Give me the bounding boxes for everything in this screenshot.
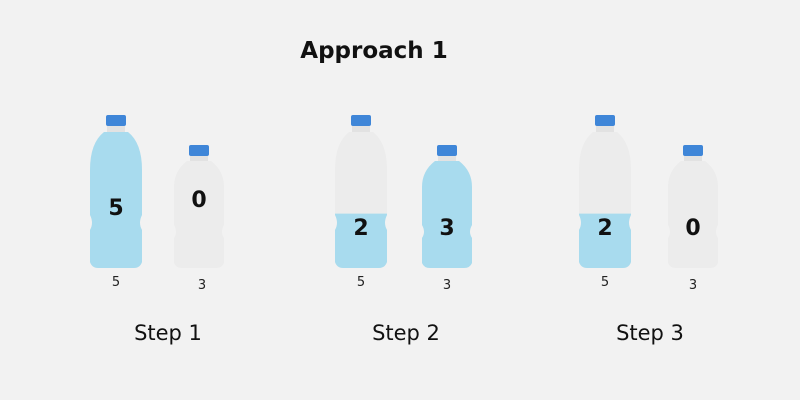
- bottle-volume-label: 3: [439, 216, 454, 241]
- step-2-bottles: 2 3: [335, 115, 472, 268]
- bottle-volume-label: 2: [597, 216, 612, 241]
- small-bottle: 0: [668, 145, 718, 268]
- diagram-title: Approach 1: [300, 38, 448, 64]
- bottle-water: [422, 161, 472, 268]
- big-bottle-capacity: 5: [600, 275, 610, 290]
- bottle-volume-label: 2: [353, 216, 368, 241]
- step-1: 5 0 5 3 Step 1: [68, 95, 268, 385]
- bottle-volume-label: 0: [191, 188, 206, 213]
- bottle-water: [579, 213, 631, 268]
- big-bottle: 2: [579, 115, 631, 268]
- step-label: Step 2: [372, 321, 440, 345]
- small-bottle: 0: [174, 145, 224, 268]
- small-bottle-capacity: 3: [197, 278, 207, 293]
- step-2: 2 3 5 3 Step 2: [306, 95, 506, 385]
- big-bottle-capacity: 5: [356, 275, 366, 290]
- bottle-cap: [437, 145, 457, 156]
- bottle-body: [668, 161, 718, 268]
- bottle-neck: [596, 126, 614, 132]
- big-bottle: 2: [335, 115, 387, 268]
- bottle-cap: [683, 145, 703, 156]
- step-label: Step 1: [134, 321, 202, 345]
- bottle-neck: [352, 126, 370, 132]
- bottle-volume-label: 5: [108, 196, 123, 221]
- bottle-neck: [190, 156, 208, 161]
- small-bottle-capacity: 3: [688, 278, 698, 293]
- bottle-neck: [438, 156, 456, 161]
- small-bottle: 3: [422, 145, 472, 268]
- step-label: Step 3: [616, 321, 684, 345]
- bottle-water: [90, 132, 142, 268]
- big-bottle-capacity: 5: [111, 275, 121, 290]
- bottle-cap: [189, 145, 209, 156]
- bottle-cap: [106, 115, 126, 126]
- step-1-bottles: 5 0: [90, 115, 224, 268]
- bottle-volume-label: 0: [685, 216, 700, 241]
- step-3: 2 0 5 3 Step 3: [550, 95, 750, 385]
- bottle-neck: [107, 126, 125, 132]
- bottle-body: [174, 161, 224, 268]
- step-3-bottles: 2 0: [579, 115, 718, 268]
- bottle-cap: [595, 115, 615, 126]
- bottle-neck: [684, 156, 702, 161]
- bottle-water: [335, 213, 387, 268]
- big-bottle: 5: [90, 115, 142, 268]
- small-bottle-capacity: 3: [442, 278, 452, 293]
- bottle-cap: [351, 115, 371, 126]
